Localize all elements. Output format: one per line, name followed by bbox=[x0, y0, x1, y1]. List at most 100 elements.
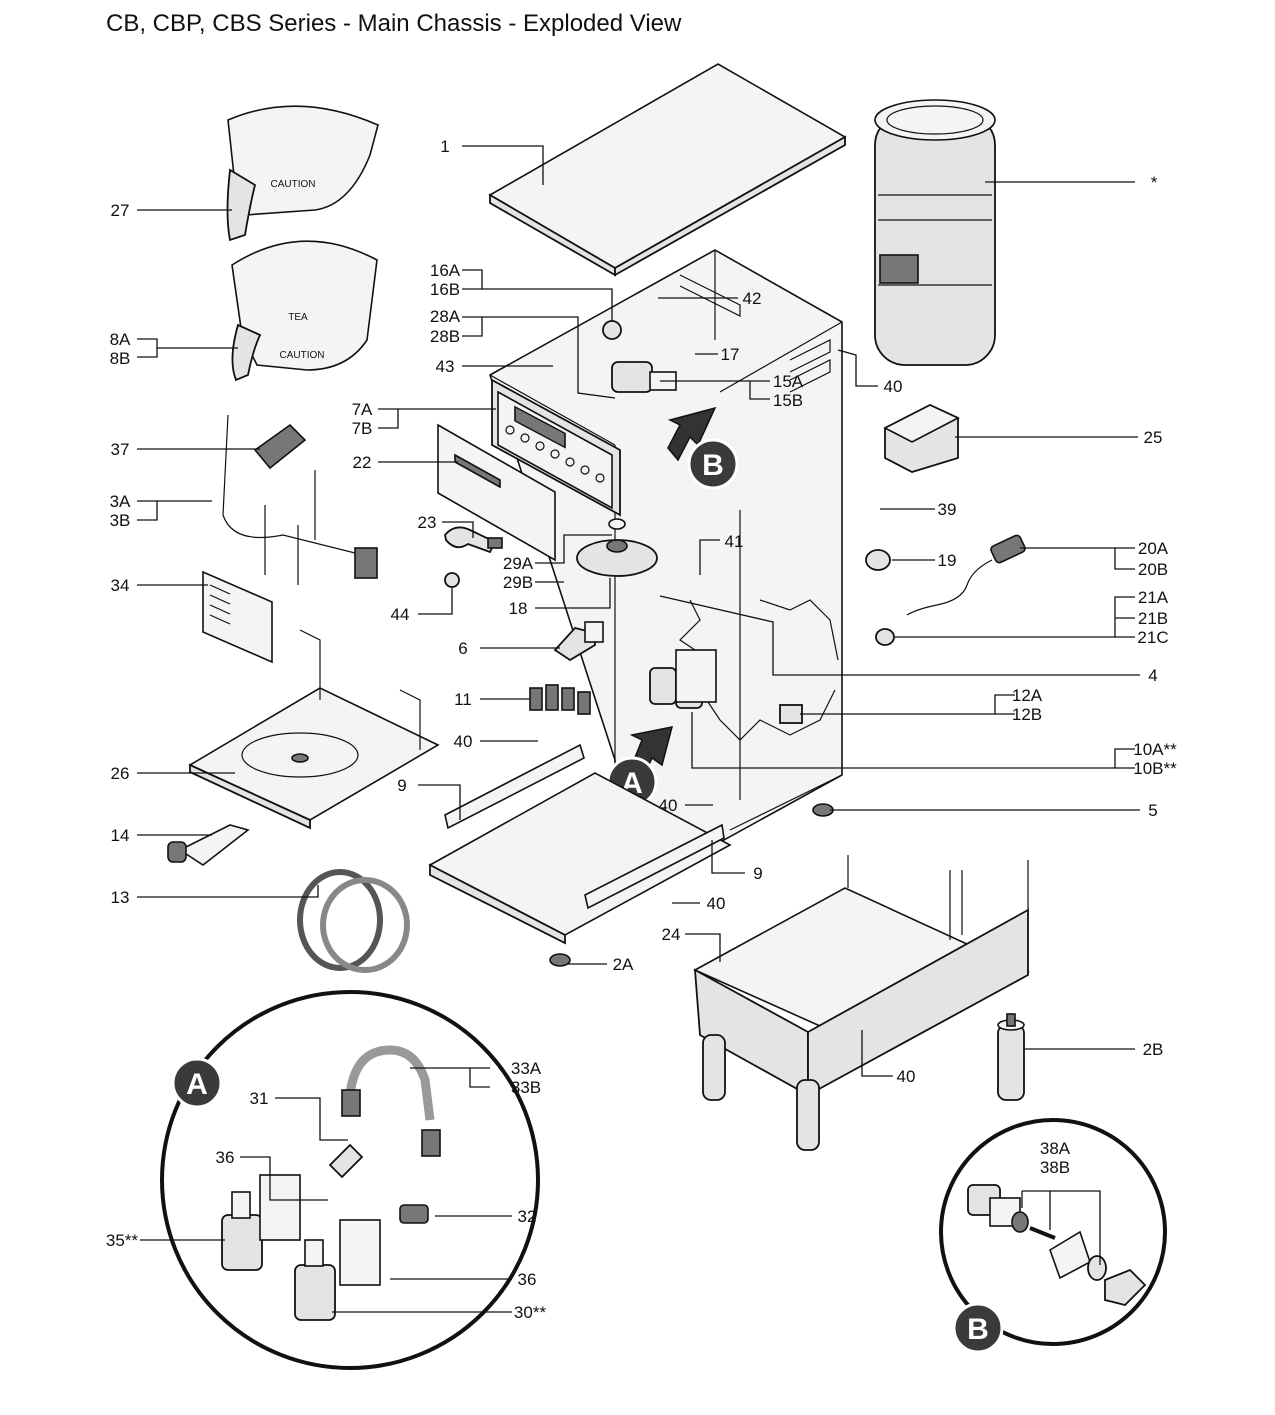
terminal-block bbox=[253, 423, 307, 470]
heat-sink bbox=[529, 684, 591, 715]
label-10a: 10A** bbox=[1133, 740, 1177, 759]
label-16b: 16B bbox=[430, 280, 460, 299]
label-7a: 7A bbox=[352, 400, 373, 419]
base-stand bbox=[693, 855, 1030, 1151]
label-42: 42 bbox=[743, 289, 762, 308]
label-6: 6 bbox=[458, 639, 467, 658]
label-25: 25 bbox=[1144, 428, 1163, 447]
label-16a: 16A bbox=[430, 261, 461, 280]
grease-tube bbox=[167, 824, 250, 866]
foot-2a bbox=[549, 953, 571, 967]
detail-a: A bbox=[160, 990, 540, 1370]
label-36b: 36 bbox=[518, 1270, 537, 1289]
faucet bbox=[444, 526, 503, 588]
top-cover bbox=[488, 63, 847, 277]
badge-b-main: B bbox=[687, 438, 739, 490]
label-12b: 12B bbox=[1012, 705, 1042, 724]
brew-funnel-27: CAUTION bbox=[226, 105, 379, 242]
svg-text:TEA: TEA bbox=[288, 312, 308, 323]
label-21c: 21C bbox=[1137, 628, 1168, 647]
inlet-valve bbox=[602, 320, 677, 393]
dump-valves bbox=[649, 649, 717, 709]
label-44: 44 bbox=[391, 605, 410, 624]
drip-tray bbox=[188, 629, 440, 830]
label-18: 18 bbox=[509, 599, 528, 618]
control-panel bbox=[491, 378, 621, 517]
svg-text:CAUTION: CAUTION bbox=[280, 350, 325, 361]
label-21a: 21A bbox=[1138, 588, 1169, 607]
label-33b: 33B bbox=[511, 1078, 541, 1097]
label-11: 11 bbox=[454, 690, 472, 709]
label-23: 23 bbox=[418, 513, 437, 532]
bushing bbox=[875, 628, 895, 646]
label-1: 1 bbox=[440, 137, 449, 156]
label-10b: 10B** bbox=[1133, 759, 1177, 778]
svg-text:CAUTION: CAUTION bbox=[271, 179, 316, 190]
power-cord bbox=[906, 534, 1026, 616]
label-3b: 3B bbox=[110, 511, 131, 530]
label-39: 39 bbox=[938, 500, 957, 519]
label-30: 30** bbox=[514, 1303, 547, 1322]
label-13: 13 bbox=[111, 888, 130, 907]
brew-funnel-8: TEA CAUTION bbox=[231, 240, 378, 382]
label-19: 19 bbox=[938, 551, 957, 570]
label-2b: 2B bbox=[1143, 1040, 1164, 1059]
label-3a: 3A bbox=[110, 492, 131, 511]
label-40c: 40 bbox=[707, 894, 726, 913]
label-34: 34 bbox=[111, 576, 130, 595]
label-38a: 38A bbox=[1040, 1139, 1071, 1158]
label-35: 35** bbox=[106, 1231, 139, 1250]
label-22: 22 bbox=[353, 453, 372, 472]
label-20b: 20B bbox=[1138, 560, 1168, 579]
label-15a: 15A bbox=[773, 372, 804, 391]
svg-text:B: B bbox=[967, 1313, 989, 1346]
label-37: 37 bbox=[111, 440, 130, 459]
label-8a: 8A bbox=[110, 330, 131, 349]
probe bbox=[553, 621, 604, 662]
main-chassis bbox=[489, 249, 843, 902]
label-40e: 40 bbox=[884, 377, 903, 396]
part-labels: 1 27 8A 8B 37 3A 3B 34 26 14 13 16A 16B … bbox=[106, 137, 1177, 1322]
strain-relief bbox=[865, 549, 891, 571]
svg-text:B: B bbox=[702, 449, 724, 482]
label-star: * bbox=[1151, 173, 1158, 192]
label-14: 14 bbox=[111, 826, 130, 845]
svg-text:A: A bbox=[186, 1068, 208, 1101]
label-40d: 40 bbox=[897, 1067, 916, 1086]
label-28b: 28B bbox=[430, 327, 460, 346]
leader-lines bbox=[137, 145, 1140, 1313]
label-26: 26 bbox=[111, 764, 130, 783]
label-4: 4 bbox=[1148, 666, 1157, 685]
label-40a: 40 bbox=[454, 732, 473, 751]
label-20a: 20A bbox=[1138, 539, 1169, 558]
label-27: 27 bbox=[111, 201, 130, 220]
page-title: CB, CBP, CBS Series - Main Chassis - Exp… bbox=[106, 10, 682, 37]
tubing-coil bbox=[297, 869, 410, 973]
label-41: 41 bbox=[725, 532, 744, 551]
label-31: 31 bbox=[250, 1089, 269, 1108]
label-21b: 21B bbox=[1138, 609, 1168, 628]
label-15b: 15B bbox=[773, 391, 803, 410]
label-29a: 29A bbox=[503, 554, 534, 573]
label-38b: 38B bbox=[1040, 1158, 1070, 1177]
detail-b: B bbox=[939, 1118, 1167, 1354]
leg-2b bbox=[997, 1013, 1025, 1101]
label-24: 24 bbox=[662, 925, 681, 944]
label-29b: 29B bbox=[503, 573, 533, 592]
label-7b: 7B bbox=[352, 419, 373, 438]
label-9a: 9 bbox=[397, 776, 406, 795]
label-8b: 8B bbox=[110, 349, 131, 368]
switch bbox=[779, 704, 803, 724]
label-33a: 33A bbox=[511, 1059, 542, 1078]
spray-head bbox=[576, 518, 658, 577]
label-32: 32 bbox=[518, 1207, 537, 1226]
wire-harness bbox=[222, 414, 378, 585]
label-5: 5 bbox=[1148, 801, 1157, 820]
label-28a: 28A bbox=[430, 307, 461, 326]
hot-water-tank bbox=[874, 99, 996, 366]
base-plate bbox=[428, 743, 732, 945]
label-43: 43 bbox=[436, 357, 455, 376]
label-9b: 9 bbox=[753, 864, 762, 883]
grille bbox=[202, 570, 273, 664]
